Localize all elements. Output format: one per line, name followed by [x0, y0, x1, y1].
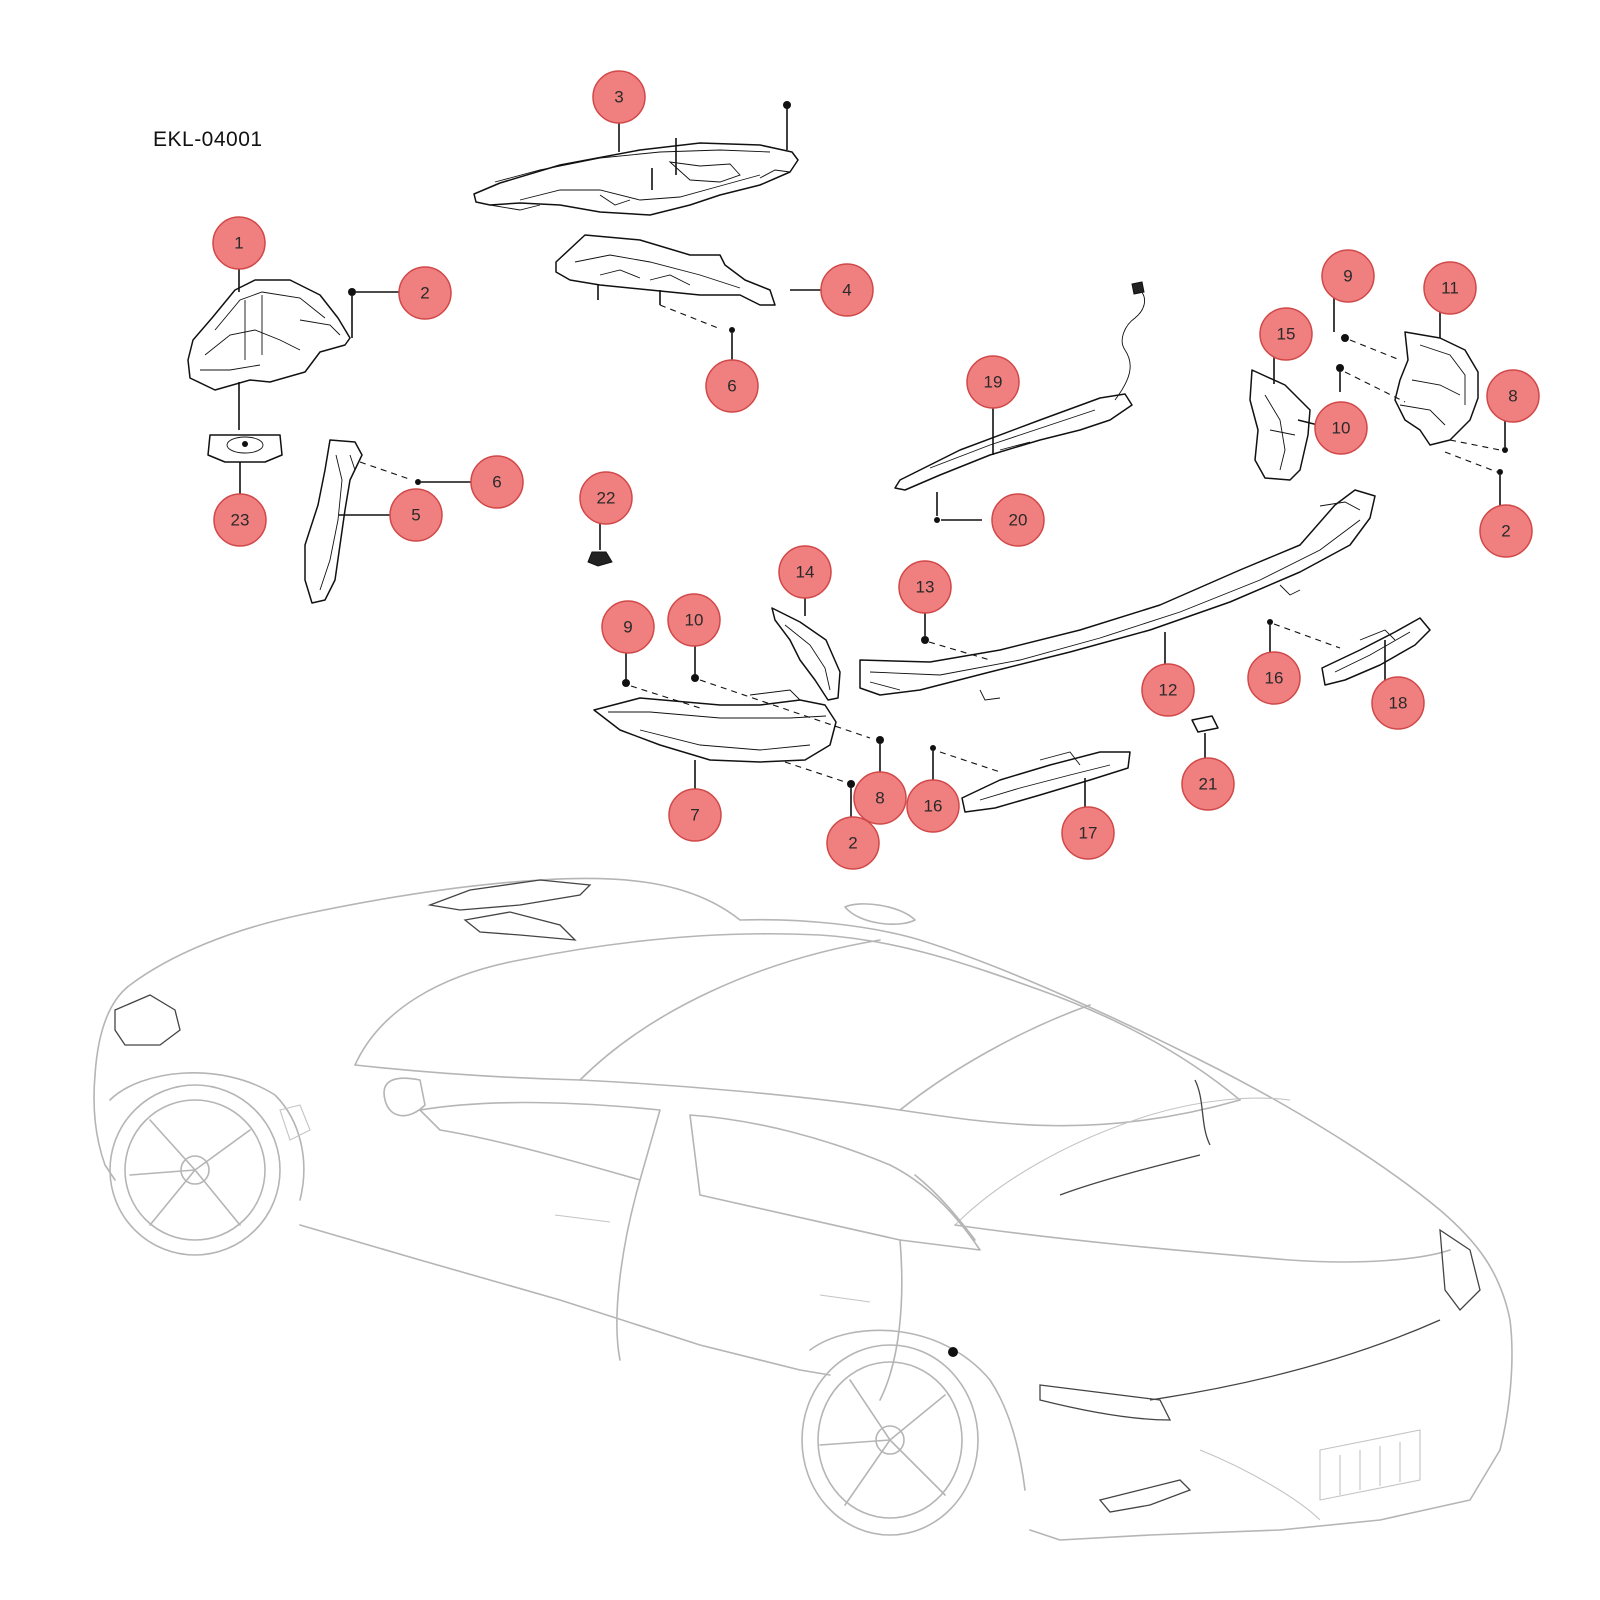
callout-20: 20 [991, 493, 1045, 547]
part-18-reflector [1267, 617, 1431, 686]
part-14-bracket [771, 590, 841, 701]
callout-16-a: 16 [1247, 651, 1301, 705]
callout-8-a: 8 [1486, 369, 1540, 423]
callout-17: 17 [1061, 806, 1115, 860]
svg-text:15: 15 [1277, 325, 1296, 344]
svg-text:20: 20 [1009, 511, 1028, 530]
svg-text:8: 8 [1508, 387, 1517, 406]
svg-text:11: 11 [1441, 279, 1459, 298]
callout-13: 13 [898, 560, 952, 614]
callout-10-a: 10 [1314, 401, 1368, 455]
svg-text:19: 19 [984, 373, 1003, 392]
svg-text:6: 6 [492, 473, 501, 492]
callout-15: 15 [1259, 307, 1313, 361]
svg-text:22: 22 [597, 489, 616, 508]
svg-text:23: 23 [231, 511, 250, 530]
svg-text:8: 8 [875, 789, 884, 808]
part-4-lower-duct [555, 234, 776, 329]
callout-11: 11 [1423, 261, 1477, 315]
part-21-clip [1191, 715, 1219, 760]
callout-10-b: 10 [667, 593, 721, 647]
callout-3: 3 [592, 70, 646, 124]
part-11-rear-housing [1336, 331, 1479, 446]
svg-text:2: 2 [420, 284, 429, 303]
svg-text:14: 14 [796, 563, 815, 582]
callout-12: 12 [1141, 663, 1195, 717]
svg-text:4: 4 [842, 281, 851, 300]
svg-text:9: 9 [1343, 267, 1352, 286]
callout-14: 14 [778, 545, 832, 599]
car-outline [93, 877, 1513, 1541]
callout-2-c: 2 [826, 816, 880, 870]
svg-text:16: 16 [924, 797, 943, 816]
callout-9-b: 9 [601, 600, 655, 654]
callout-22: 22 [579, 471, 633, 525]
part-23-bracket [207, 434, 283, 463]
callout-19: 19 [966, 355, 1020, 409]
callout-2-a: 2 [398, 266, 452, 320]
svg-text:18: 18 [1389, 694, 1408, 713]
part-12-bumper-beam [859, 489, 1376, 701]
leader-lines [238, 117, 1508, 828]
svg-text:2: 2 [848, 834, 857, 853]
svg-text:3: 3 [614, 88, 623, 107]
svg-text:9: 9 [623, 618, 632, 637]
callout-6-a: 6 [705, 359, 759, 413]
callout-4: 4 [820, 263, 874, 317]
callout-7: 7 [668, 788, 722, 842]
svg-text:10: 10 [1332, 419, 1351, 438]
callout-5: 5 [389, 488, 443, 542]
diagram-code: EKL-04001 [153, 128, 263, 151]
callout-6-b: 6 [470, 455, 524, 509]
callout-18: 18 [1371, 676, 1425, 730]
part-17-reflector [939, 751, 1131, 813]
callout-2-b: 2 [1479, 504, 1533, 558]
svg-text:5: 5 [411, 506, 420, 525]
callout-16-b: 16 [906, 779, 960, 833]
svg-text:10: 10 [685, 611, 704, 630]
svg-text:17: 17 [1079, 824, 1098, 843]
part-7-tail-light [593, 674, 871, 783]
svg-text:13: 13 [916, 578, 935, 597]
svg-text:21: 21 [1199, 775, 1218, 794]
svg-text:2: 2 [1501, 522, 1510, 541]
part-3-upper-panel [473, 101, 799, 216]
callout-9-a: 9 [1321, 249, 1375, 303]
part-15-rear-bracket [1249, 369, 1311, 481]
callout-1: 1 [212, 216, 266, 270]
svg-text:16: 16 [1265, 669, 1284, 688]
svg-text:1: 1 [234, 234, 243, 253]
callout-8-b: 8 [853, 771, 907, 825]
svg-text:6: 6 [727, 377, 736, 396]
svg-text:7: 7 [690, 806, 699, 825]
svg-text:12: 12 [1159, 681, 1178, 700]
callout-23: 23 [213, 493, 267, 547]
part-1-front-housing [187, 279, 351, 430]
part-5-vertical-bracket [304, 439, 413, 604]
callout-21: 21 [1181, 757, 1235, 811]
part-19-brake-light [894, 281, 1146, 523]
